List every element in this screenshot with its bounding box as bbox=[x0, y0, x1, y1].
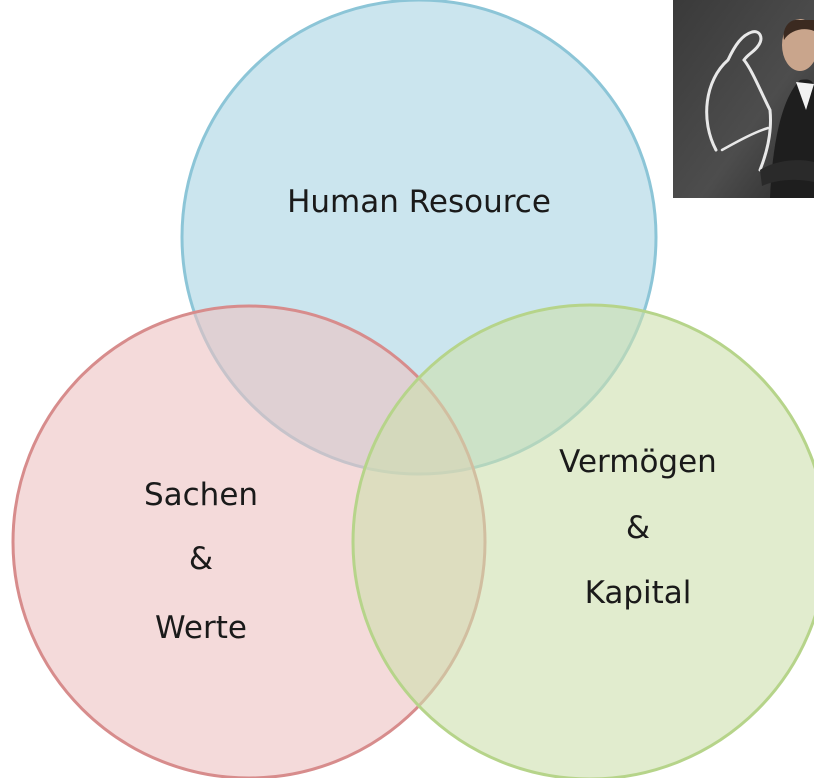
label-sachen: Sachen bbox=[144, 477, 258, 513]
label-vermoegen: Vermögen bbox=[559, 444, 717, 480]
label-vermoegen-ampersand: & bbox=[626, 510, 650, 546]
venn-labels: Human Resource Sachen & Werte Vermögen &… bbox=[144, 184, 717, 646]
label-human-resource: Human Resource bbox=[287, 184, 551, 220]
venn-circles bbox=[11, 0, 814, 778]
label-sachen-ampersand: & bbox=[189, 541, 213, 577]
label-kapital: Kapital bbox=[585, 575, 692, 611]
label-werte: Werte bbox=[155, 610, 247, 646]
circle-vermoegen-kapital bbox=[351, 303, 814, 778]
businessman-photo bbox=[673, 0, 814, 198]
